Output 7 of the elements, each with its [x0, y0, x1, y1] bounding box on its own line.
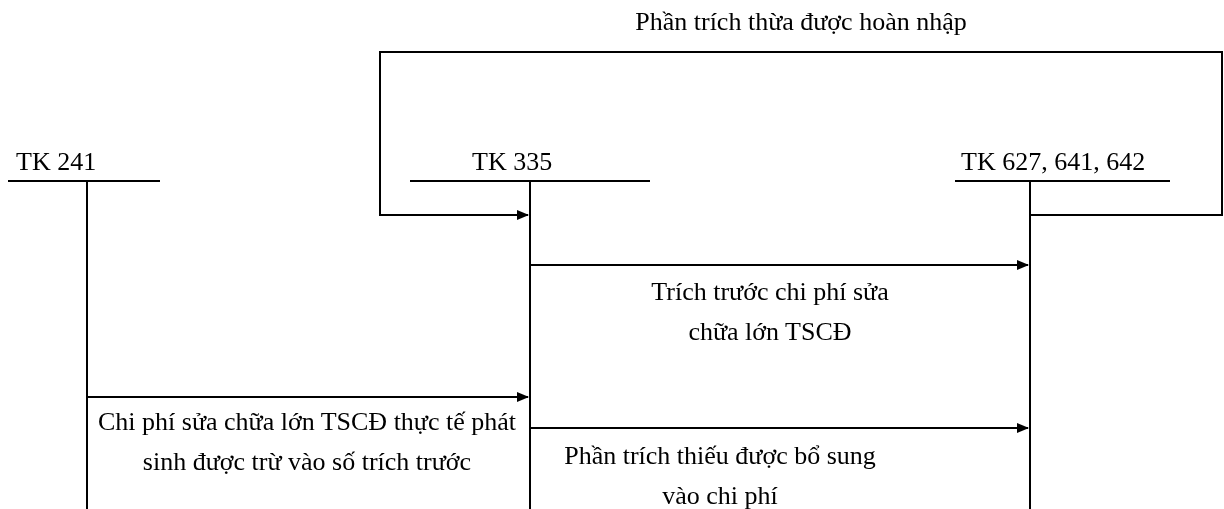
arrow	[530, 260, 1029, 270]
account-title: TK 627, 641, 642	[961, 147, 1146, 177]
arrow	[530, 423, 1029, 433]
arrow	[379, 51, 1223, 220]
account-title: TK 335	[472, 147, 553, 177]
account-title: TK 241	[16, 147, 97, 177]
arrow	[87, 392, 529, 402]
